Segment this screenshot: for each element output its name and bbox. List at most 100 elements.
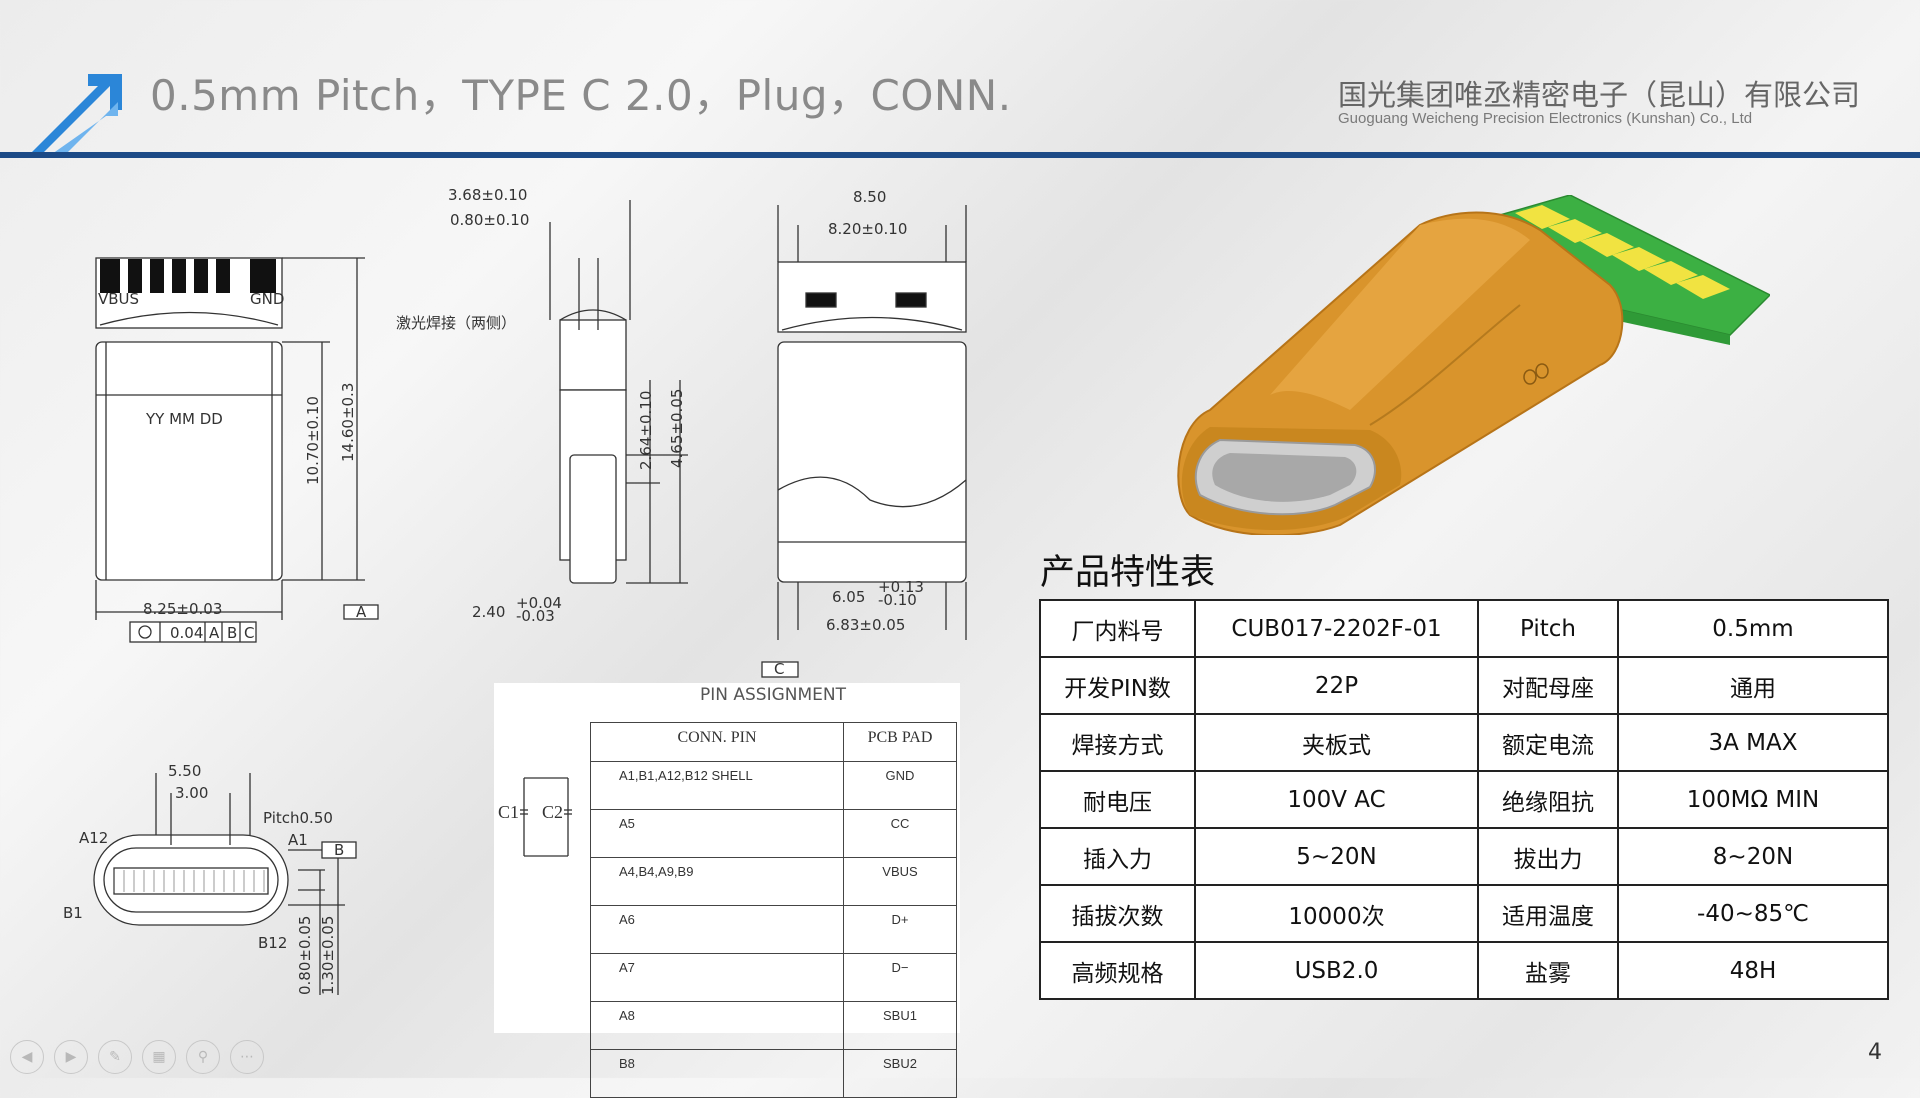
spec-value: 100MΩ MIN [1617,770,1889,829]
spec-label: 开发PIN数 [1039,656,1196,715]
dim-465: 4.65±0.05 [668,389,686,468]
spec-value: 48H [1617,941,1889,1000]
company-name-en: Guoguang Weicheng Precision Electronics … [1338,110,1753,127]
spec-value: 3A MAX [1617,713,1889,772]
spec-value: 夹板式 [1194,713,1479,772]
dim-240: 2.40 [472,603,505,621]
conn-pin: A6 [590,905,844,954]
pin-assignment-title: PIN ASSIGNMENT [700,685,847,705]
next-icon[interactable]: ▶ [54,1040,88,1074]
front-pin-vbus: VBUS [98,290,139,308]
pin-table-header: CONN. PIN PCB PAD [590,722,957,762]
pcb-pad: D− [843,953,957,1002]
spec-value: CUB017-2202F-01 [1194,599,1479,658]
spec-label: 插拔次数 [1039,884,1196,943]
label-b12: B12 [258,934,287,952]
slideshow-nav: ◀ ▶ ✎ ▦ ⚲ ⋯ [10,1040,264,1074]
spec-label: 额定电流 [1477,713,1619,772]
spec-value: 10000次 [1194,884,1479,943]
spec-value: 0.5mm [1617,599,1889,658]
conn-pin: A4,B4,A9,B9 [590,857,844,906]
header-pcb-pad: PCB PAD [843,722,957,762]
pcb-pad: GND [843,761,957,810]
pcb-pad: D+ [843,905,957,954]
spec-label: 耐电压 [1039,770,1196,829]
spec-value: 通用 [1617,656,1889,715]
header-divider [0,152,1920,158]
spec-label: 盐雾 [1477,941,1619,1000]
spec-label: 插入力 [1039,827,1196,886]
dim-605-tol-up: +0.13 [878,578,924,596]
date-code: YY MM DD [145,410,223,428]
tol-datum-b: B [227,624,237,642]
zoom-icon[interactable]: ⚲ [186,1040,220,1074]
conn-pin: A1,B1,A12,B12 SHELL [590,761,844,810]
conn-pin: A8 [590,1001,844,1050]
c2-label: C2 [542,802,563,822]
dim-550: 5.50 [168,762,201,780]
spec-value: 5~20N [1194,827,1479,886]
dim-683: 6.83±0.05 [826,616,905,634]
dim-end-080: 0.80±0.05 [296,916,314,995]
spec-value: 8~20N [1617,827,1889,886]
datum-a-label: A [356,603,367,621]
spec-label: 适用温度 [1477,884,1619,943]
header-conn-pin: CONN. PIN [590,722,844,762]
pcb-pad: VBUS [843,857,957,906]
dim-368: 3.68±0.10 [448,186,527,204]
spec-label: 对配母座 [1477,656,1619,715]
pcb-pad: CC [843,809,957,858]
more-icon[interactable]: ⋯ [230,1040,264,1074]
conn-pin: A7 [590,953,844,1002]
dim-820: 8.20±0.10 [828,220,907,238]
dim-1460: 14.60±0.3 [339,383,357,462]
label-a1: A1 [288,831,308,849]
dim-850: 8.50 [853,188,886,206]
front-pin-gnd: GND [250,290,284,308]
dim-1070: 10.70±0.10 [304,396,322,485]
dim-end-130: 1.30±0.05 [319,916,337,995]
company-name-cn: 国光集团唯丞精密电子（昆山）有限公司 [1338,78,1861,112]
pcb-pad: SBU1 [843,1001,957,1050]
product-render-image [1177,195,1770,535]
pitch-label: Pitch0.50 [263,809,333,827]
label-b1: B1 [63,904,83,922]
conn-pin: A5 [590,809,844,858]
label-a12: A12 [79,829,108,847]
laser-note: 激光焊接（两侧） [396,314,516,332]
tol-datum-c: C [244,624,254,642]
spec-value: 100V AC [1194,770,1479,829]
spec-label: Pitch [1477,599,1619,658]
spec-value: USB2.0 [1194,941,1479,1000]
dim-080: 0.80±0.10 [450,211,529,229]
spec-label: 绝缘阻抗 [1477,770,1619,829]
conn-pin: B8 [590,1049,844,1098]
pen-icon[interactable]: ✎ [98,1040,132,1074]
dim-825: 8.25±0.03 [143,600,222,618]
spec-label: 焊接方式 [1039,713,1196,772]
page-number: 4 [1868,1040,1882,1065]
prev-icon[interactable]: ◀ [10,1040,44,1074]
spec-label: 厂内料号 [1039,599,1196,658]
tol-value: 0.04 [170,624,203,642]
slides-icon[interactable]: ▦ [142,1040,176,1074]
spec-value: -40~85℃ [1617,884,1889,943]
dim-240-tol-up: +0.04 [516,594,562,612]
dim-605-tol-dn: -0.10 [878,591,917,609]
spec-table-title: 产品特性表 [1040,553,1216,593]
spec-label: 高频规格 [1039,941,1196,1000]
